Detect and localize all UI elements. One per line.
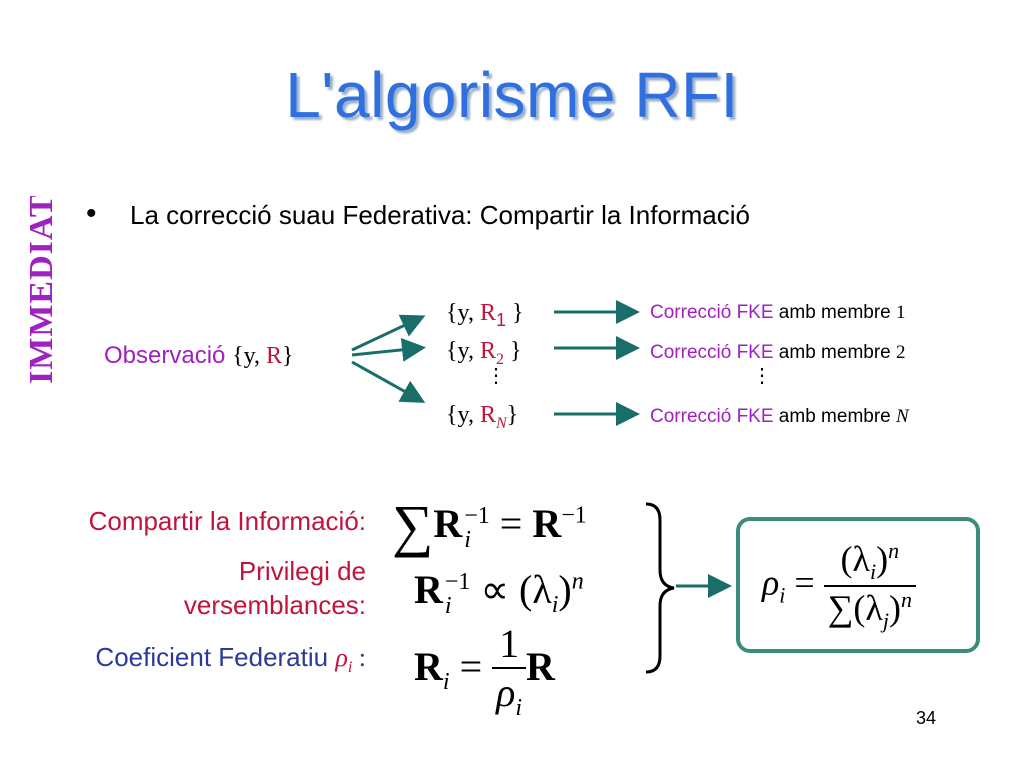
eq1-equals: =: [489, 501, 533, 546]
eq2-pow: n: [571, 568, 584, 595]
eq3-sub: i: [442, 669, 450, 696]
member-set-1: {y, R1 }: [446, 300, 524, 331]
member-set-close: }: [506, 300, 524, 326]
result-num-sub: i: [870, 559, 877, 585]
label-coef-colon: :: [352, 643, 366, 672]
eq2-close: ): [558, 567, 572, 612]
label-privilege-2: versemblances:: [183, 590, 366, 620]
member-r: R: [479, 300, 496, 326]
result-rho-sub: i: [779, 582, 786, 608]
eq3-R: R: [414, 644, 443, 690]
member-sub: 1: [495, 309, 506, 330]
member-sub: 2: [495, 350, 504, 368]
fan-arrow-2: [351, 337, 426, 362]
member-set-close: }: [506, 402, 519, 428]
correction-label: Correcció FKE: [650, 342, 774, 363]
eq3-equals: =: [449, 644, 493, 690]
result-arrow: [676, 574, 732, 598]
correction-index: 1: [896, 302, 906, 323]
member-set-open: {y,: [446, 300, 480, 326]
label-share: Compartir la Informació:: [88, 506, 366, 536]
result-num-pow: n: [888, 538, 900, 563]
eq3-num: 1: [492, 620, 526, 669]
member-sub: N: [495, 414, 507, 432]
member-set-n: {y, RN}: [446, 402, 518, 433]
correction-2: Correcció FKE amb membre 2: [650, 342, 906, 364]
bullet-marker: •: [86, 197, 97, 230]
result-den-close: ): [888, 588, 901, 629]
member-set-open: {y,: [446, 402, 480, 428]
eq2-sup: −1: [444, 568, 471, 595]
eq1-sub: i: [464, 526, 471, 553]
side-label-text: IMMEDIAT: [23, 196, 60, 384]
member-r: R: [479, 402, 496, 428]
observation-label: Observació: [104, 342, 226, 369]
correction-index: 2: [896, 342, 906, 363]
eq2-sub: i: [444, 592, 452, 619]
eq1-rhs: R: [532, 501, 562, 546]
correction-rest: amb membre: [773, 302, 897, 323]
member-set-open: {y,: [446, 338, 480, 364]
right-brace: [645, 502, 675, 674]
eq1-sup: −1: [464, 502, 490, 529]
member-set-close: }: [503, 338, 522, 364]
label-coef: Coeficient Federatiu ρi :: [6, 642, 366, 677]
result-box: [736, 517, 980, 653]
eq2-R: R: [414, 567, 443, 612]
fan-arrow-1: [351, 314, 426, 352]
side-label: IMMEDIAT: [23, 196, 60, 384]
observation-set-r: R: [266, 343, 283, 369]
correction-label: Correcció FKE: [650, 302, 774, 323]
eq3-den-sub: i: [515, 695, 522, 721]
result-equals: =: [785, 562, 824, 603]
result-equation: ρi = (λi)n∑(λj)n: [762, 538, 916, 634]
result-num-close: ): [876, 539, 889, 579]
eq3-rhs: R: [526, 644, 555, 690]
page-number: 34: [916, 708, 937, 728]
label-coef-text: Coeficient Federatiu: [95, 642, 336, 672]
label-privilege-1: Privilegi de: [238, 556, 366, 586]
vertical-dots-left: ⋮: [486, 365, 506, 387]
eq1-rhs-sup: −1: [561, 502, 587, 529]
result-rho: ρ: [762, 562, 780, 603]
result-fraction: (λi)n∑(λj)n: [823, 538, 916, 634]
observation-set-open: {y,: [232, 343, 267, 369]
eq3-den: ρ: [496, 670, 516, 715]
observation-set-close: }: [282, 343, 294, 369]
result-den: ∑(λ: [827, 588, 883, 629]
correction-rest: amb membre: [773, 406, 897, 427]
label-coef-symbol: ρ: [335, 643, 348, 672]
eq2-lsub: i: [551, 592, 559, 618]
result-num: (λ: [840, 539, 870, 579]
result-den-pow: n: [900, 587, 912, 613]
eq1-R: R: [433, 501, 463, 546]
result-den-sub: j: [882, 608, 889, 634]
member-r: R: [479, 338, 496, 364]
vertical-dots-right: ⋮: [752, 365, 772, 387]
observation: Observació {y, R}: [104, 342, 294, 370]
member-set-2: {y, R2 }: [446, 338, 522, 369]
slide-title: L'algorisme RFI: [285, 59, 739, 131]
eq2-prop: ∝ (λ: [470, 567, 552, 612]
fan-arrow-3: [351, 360, 426, 403]
bullet-text: La correcció suau Federativa: Compartir …: [130, 200, 750, 230]
correction-n: Correcció FKE amb membre N: [650, 406, 909, 428]
correction-label: Correcció FKE: [650, 406, 774, 427]
label-coef-sub: i: [347, 659, 353, 677]
correction-index: N: [896, 406, 909, 427]
fan-arrows: [351, 314, 426, 403]
correction-rest: amb membre: [773, 342, 897, 363]
member-arrows: [554, 300, 640, 426]
eq1-sum: ∑: [392, 493, 434, 558]
correction-1: Correcció FKE amb membre 1: [650, 302, 906, 324]
